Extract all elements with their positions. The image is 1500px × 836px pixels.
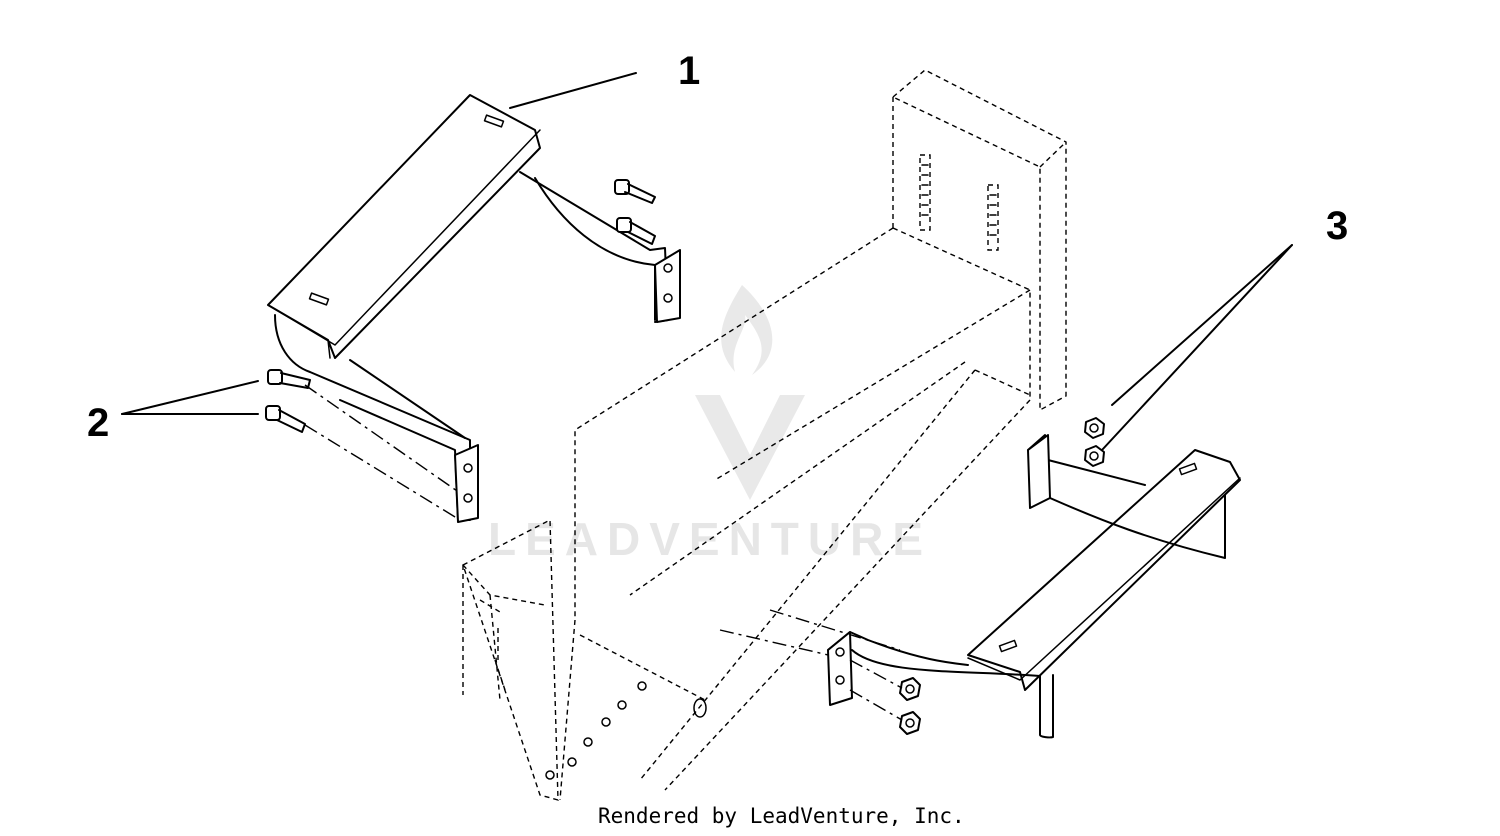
bolt-left-lower <box>265 405 306 433</box>
callout-3: 3 <box>1326 204 1348 248</box>
callout-2: 2 <box>87 401 109 445</box>
nut-right-upper <box>1084 417 1105 439</box>
nut-right-lower <box>1084 445 1105 467</box>
nut-bottom-lower <box>899 711 921 735</box>
callout-1: 1 <box>678 49 700 93</box>
watermark-text: LEADVENTURE <box>488 513 932 565</box>
bolt-top-lower <box>616 217 656 245</box>
bolt-top-upper <box>614 179 656 204</box>
bolt-left-upper <box>267 369 311 389</box>
caption: Rendered by LeadVenture, Inc. <box>598 804 965 828</box>
bracket-left <box>267 94 681 523</box>
bracket-right <box>827 434 1241 739</box>
callout-leaders <box>121 72 1293 451</box>
nut-bottom-upper <box>899 677 921 701</box>
leadventure-logo-icon <box>695 285 805 500</box>
mower-frame-dashed <box>462 69 1067 801</box>
watermark: LEADVENTURE <box>488 285 932 565</box>
